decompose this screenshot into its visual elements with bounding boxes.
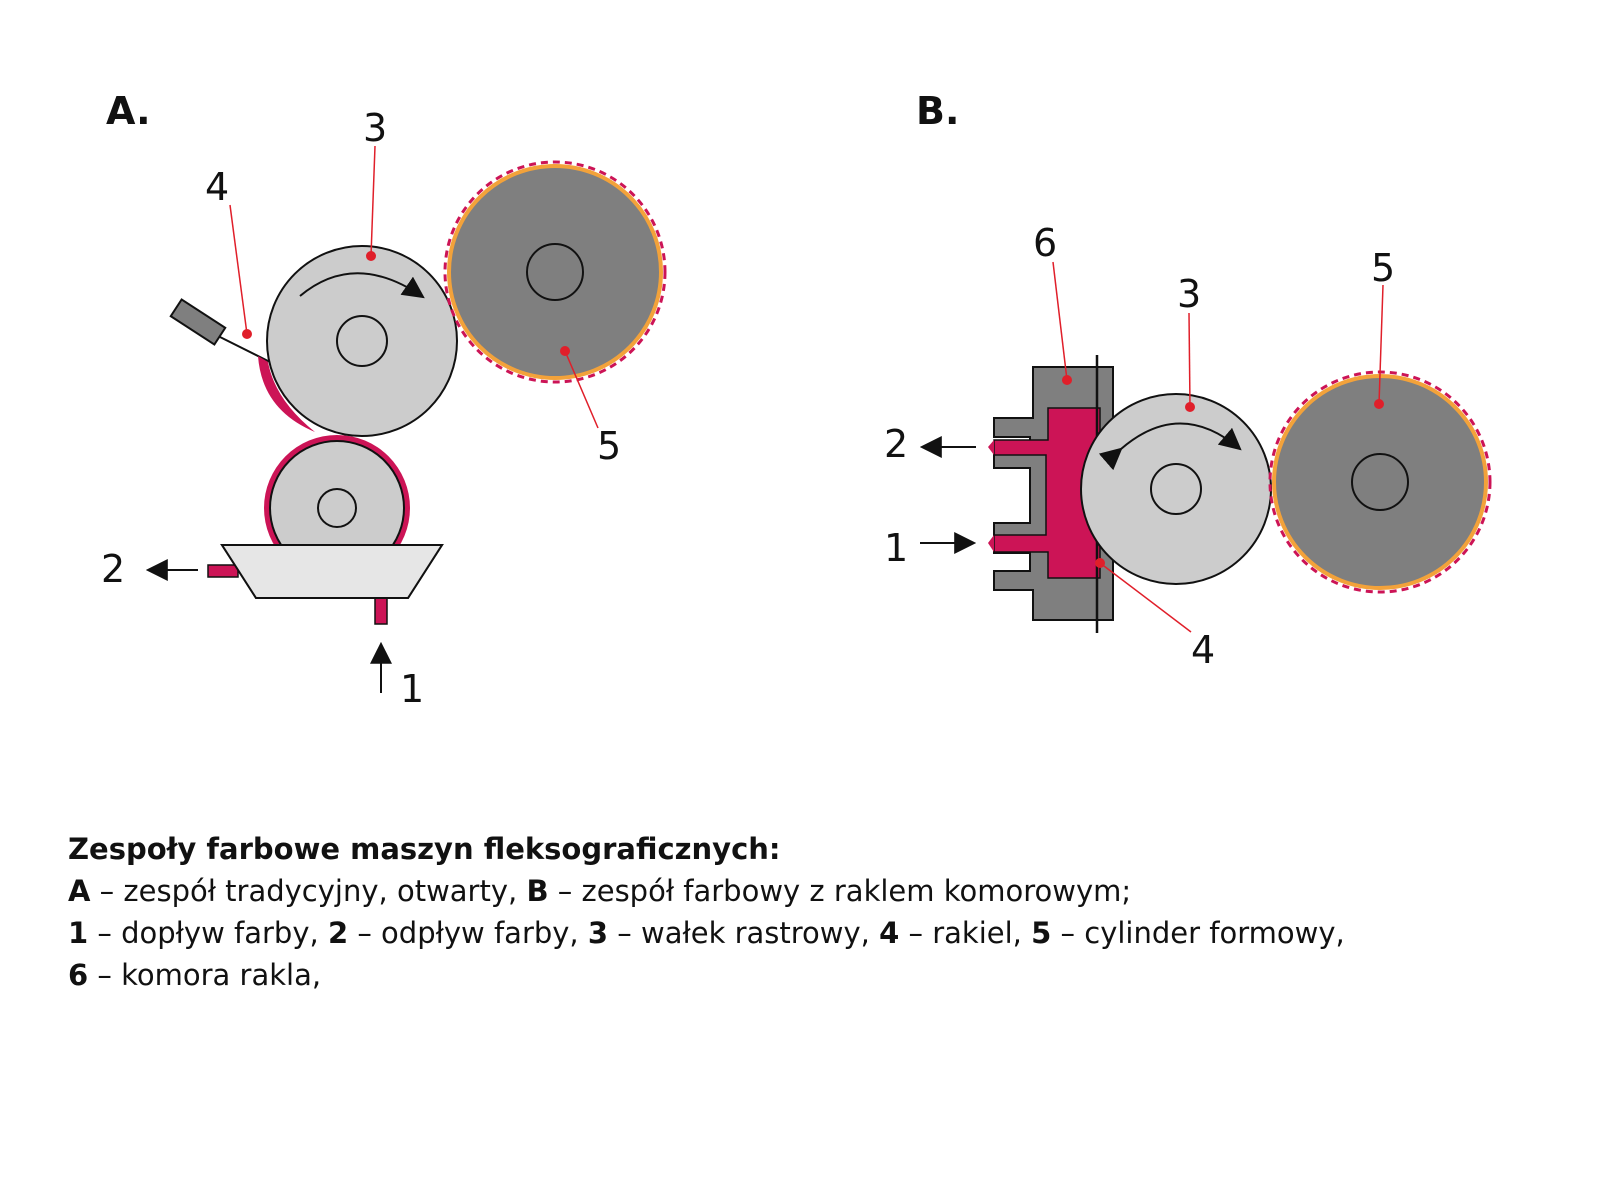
caption-text: – zespół tradycyjny, otwarty, — [90, 874, 527, 908]
callout-b-1: 1 — [884, 526, 908, 570]
flexo-inking-diagram: A. 3 4 5 — [101, 89, 1492, 711]
leader-dot-a4 — [242, 329, 252, 339]
callout-b-5: 5 — [1371, 246, 1395, 290]
caption-key: B — [526, 874, 549, 908]
caption-text: – wałek rastrowy, — [608, 916, 880, 950]
doctor-blade — [219, 336, 271, 363]
caption-key: 3 — [587, 916, 609, 950]
caption-key: 4 — [879, 916, 900, 950]
leader-b3 — [1188, 312, 1191, 408]
plate-cylinder-b-shaft — [1351, 453, 1409, 511]
leader-dot-a3 — [366, 251, 376, 261]
caption-line-1: A – zespół tradycyjny, otwarty, B – zesp… — [68, 870, 1548, 912]
callout-b-2: 2 — [884, 422, 908, 466]
ink-inlet-pipe — [374, 597, 388, 625]
leader-b5 — [1378, 284, 1384, 405]
leader-a4 — [229, 204, 248, 335]
plate-cylinder-ink-edge — [443, 160, 667, 384]
caption-text: – dopływ farby, — [88, 916, 328, 950]
caption-text: – odpływ farby, — [348, 916, 588, 950]
caption-key: 1 — [68, 916, 89, 950]
panel-b: B. 6 3 5 4 2 — [884, 89, 1492, 672]
callout-a-5: 5 — [597, 424, 621, 468]
leader-dot-b4 — [1095, 558, 1105, 568]
fountain-roller-shaft — [317, 488, 357, 528]
panel-b-heading: B. — [916, 89, 959, 133]
caption-key: 2 — [327, 916, 349, 950]
caption-line-2: 1 – dopływ farby, 2 – odpływ farby, 3 – … — [68, 912, 1548, 954]
callout-a-2: 2 — [101, 547, 125, 591]
leader-dot-b5 — [1374, 399, 1384, 409]
caption-text: – komora rakla, — [88, 958, 322, 992]
caption-line-3: 6 – komora rakla, — [68, 954, 1548, 996]
panel-a: A. 3 4 5 — [101, 89, 667, 711]
inlet-tip — [988, 535, 994, 552]
anilox-roller-shaft — [336, 315, 388, 367]
rotation-arrow-icon — [299, 272, 425, 299]
leader-dot-a5 — [560, 346, 570, 356]
caption-key: A — [68, 874, 91, 908]
panel-a-heading: A. — [106, 89, 151, 133]
doctor-blade-holder — [169, 298, 227, 346]
plate-cylinder-shaft — [526, 243, 584, 301]
caption-title: Zespoły farbowe maszyn fleksograficznych… — [68, 832, 781, 866]
ink-wedge — [258, 356, 315, 432]
caption-key: 5 — [1031, 916, 1052, 950]
outlet-tip — [988, 440, 994, 455]
caption-text: – rakiel, — [899, 916, 1032, 950]
callout-b-4: 4 — [1191, 628, 1215, 672]
leader-dot-b3 — [1185, 402, 1195, 412]
bidirectional-rotation-arrow-icon — [1098, 422, 1242, 471]
ink-pan-front — [220, 544, 444, 599]
callout-a-3: 3 — [363, 106, 387, 150]
leader-a5 — [564, 350, 599, 429]
caption-text: – zespół farbowy z raklem komorowym; — [548, 874, 1132, 908]
leader-dot-b6 — [1062, 375, 1072, 385]
caption-key: 6 — [68, 958, 89, 992]
figure-caption: Zespoły farbowe maszyn fleksograficznych… — [68, 828, 1548, 996]
ink-outlet-pipe — [207, 564, 239, 578]
callout-a-1: 1 — [400, 667, 424, 711]
caption-text: – cylinder formowy, — [1051, 916, 1345, 950]
anilox-roller-b-shaft — [1150, 463, 1202, 515]
leader-b6 — [1052, 261, 1068, 381]
leader-b4 — [1099, 562, 1192, 633]
callout-b-6: 6 — [1033, 221, 1057, 265]
callout-b-3: 3 — [1177, 272, 1201, 316]
leader-a3 — [370, 145, 376, 257]
callout-a-4: 4 — [205, 165, 229, 209]
